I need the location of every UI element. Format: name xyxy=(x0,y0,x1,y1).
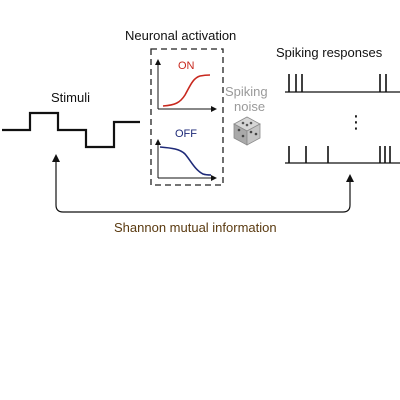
mutual-information-path xyxy=(55,174,354,213)
spiking-responses-title: Spiking responses xyxy=(276,45,383,60)
spike-trains-ellipsis: ⋮ xyxy=(347,112,365,132)
neuronal-activation-title: Neuronal activation xyxy=(125,28,236,43)
spiking-noise-label-line1: Spiking xyxy=(225,84,268,99)
spiking-noise-label-line2: noise xyxy=(234,99,265,114)
activation-dashed-box xyxy=(150,48,224,186)
on-label: ON xyxy=(178,60,195,72)
off-activation-plot: OFF xyxy=(155,128,217,181)
spike-train-2-spikes xyxy=(288,146,391,163)
mutual-information-label: Shannon mutual information xyxy=(114,220,277,235)
on-activation-plot: ON xyxy=(155,59,217,112)
stimulus-waveform xyxy=(2,111,140,149)
off-label: OFF xyxy=(175,128,197,140)
spike-train-1 xyxy=(285,74,400,93)
off-curve xyxy=(159,146,212,176)
spike-train-2 xyxy=(285,146,400,164)
stimuli-label: Stimuli xyxy=(51,90,90,105)
dice-icon xyxy=(233,116,261,146)
spike-train-1-spikes xyxy=(288,74,387,92)
on-curve xyxy=(162,74,211,107)
